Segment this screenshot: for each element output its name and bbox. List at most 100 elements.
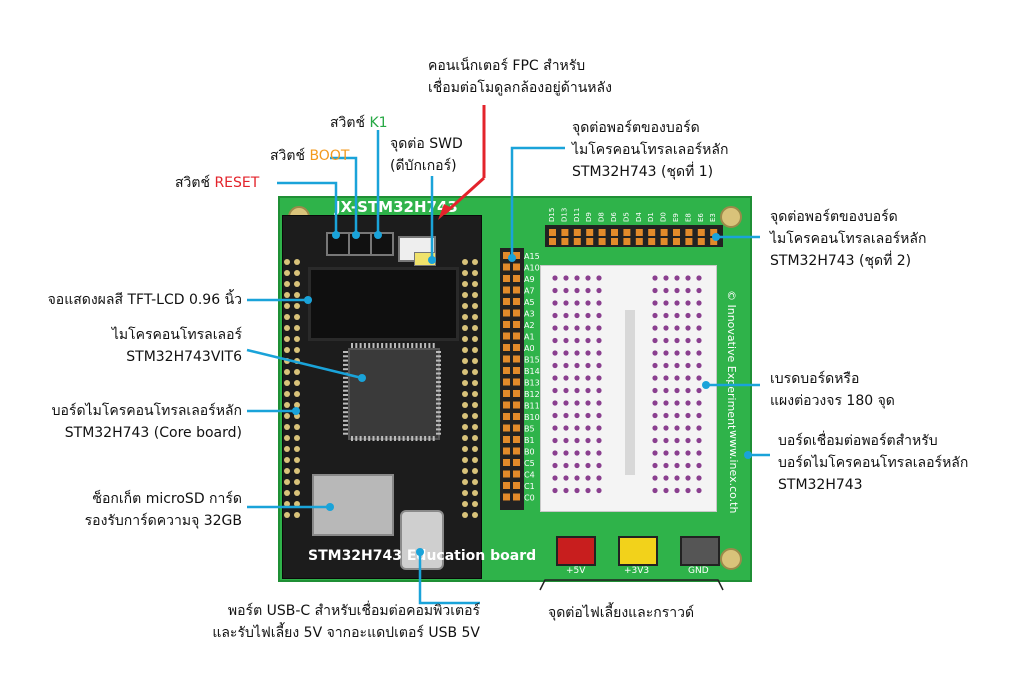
breadboard-hole — [574, 275, 580, 281]
breadboard-hole — [663, 337, 669, 344]
breadboard-hole — [674, 275, 680, 281]
breadboard-hole — [596, 412, 602, 419]
breadboard-hole — [596, 287, 602, 294]
header-pin — [503, 367, 510, 374]
chip-pin — [343, 419, 348, 422]
chip-pin — [343, 376, 348, 379]
chip-pin — [436, 402, 441, 405]
breadboard-hole — [552, 400, 558, 406]
header-pin — [503, 355, 510, 363]
pin-label: A9 — [524, 275, 535, 284]
header-pin — [503, 413, 510, 420]
header-pin — [513, 482, 520, 489]
chip-pin — [343, 411, 348, 414]
callout-boot — [330, 156, 358, 235]
edge-pin — [472, 358, 478, 364]
edge-pin — [472, 270, 478, 276]
breadboard-hole — [596, 362, 602, 369]
breadboard-hole — [696, 487, 702, 494]
edge-pin — [462, 512, 468, 518]
chip-pin — [381, 343, 384, 348]
breadboard-hole — [674, 487, 680, 494]
chip-pin — [363, 343, 366, 348]
chip-pin — [424, 343, 427, 348]
edge-pin — [284, 424, 290, 430]
pin-label: B12 — [524, 390, 540, 399]
chip-pin — [436, 363, 441, 366]
breadboard-hole — [696, 400, 702, 406]
breadboard-hole — [696, 275, 702, 281]
tft-lcd — [308, 267, 459, 341]
breadboard-hole — [663, 450, 669, 456]
header-pin — [549, 229, 556, 236]
label-fpc: คอนเน็กเตอร์ FPC สำหรับเชื่อมต่อโมดูลกล้… — [428, 58, 612, 96]
header-pin — [513, 436, 520, 443]
edge-pin — [284, 281, 290, 287]
chip-pin — [419, 436, 422, 441]
chip-pin — [351, 436, 353, 441]
callout-usb — [418, 552, 480, 605]
breadboard-hole — [552, 325, 558, 331]
edge-pin — [284, 270, 290, 276]
breadboard-hole — [585, 337, 591, 344]
breadboard-hole — [685, 337, 691, 344]
breadboard-hole — [685, 475, 691, 481]
edge-pin — [284, 303, 290, 309]
edu-board-title: STM32H743 Education board — [308, 548, 537, 564]
header-pin — [503, 309, 510, 317]
breadboard-hole — [696, 325, 702, 331]
pin-label: D4 — [635, 212, 643, 222]
breadboard-hole — [685, 350, 691, 356]
pin-label: B14 — [524, 367, 540, 376]
header-pin — [611, 229, 618, 236]
breadboard-hole — [652, 325, 658, 331]
breadboard-hole — [674, 387, 680, 394]
edge-pin — [294, 479, 300, 485]
header-pin — [513, 459, 520, 466]
power-label-3v3: +3V3 — [624, 566, 650, 576]
edge-pin — [294, 435, 300, 441]
breadboard-hole — [552, 312, 558, 319]
header-pin — [697, 229, 705, 236]
breadboard-hole — [674, 475, 680, 481]
pin-label: D0 — [660, 212, 668, 222]
breadboard-hole — [696, 337, 702, 344]
breadboard-hole — [674, 450, 680, 456]
header-pin — [513, 355, 520, 363]
breadboard-hole — [696, 287, 702, 294]
breadboard-hole — [552, 462, 558, 469]
callout-mcu — [246, 348, 363, 380]
breadboard-hole — [552, 337, 558, 344]
breadboard-hole — [574, 362, 580, 369]
breadboard-hole — [596, 425, 602, 431]
edge-pin — [294, 303, 300, 309]
edge-pin — [472, 435, 478, 441]
breadboard-hole — [574, 287, 580, 294]
edge-pin — [284, 468, 290, 474]
chip-pin — [343, 394, 348, 396]
breadboard-hole — [685, 312, 691, 319]
header-pin — [513, 493, 520, 501]
edge-pin — [462, 413, 468, 419]
edge-pin — [294, 380, 300, 386]
breadboard-hole — [552, 450, 558, 456]
edge-pin — [284, 380, 290, 386]
header-pin — [503, 401, 510, 409]
edge-pin — [294, 281, 300, 287]
breadboard-hole — [685, 462, 691, 469]
breadboard-hole — [652, 287, 658, 294]
pin-label: D15 — [548, 208, 556, 222]
breadboard-hole — [563, 375, 569, 381]
edge-pin — [462, 446, 468, 452]
breadboard-hole — [563, 475, 569, 481]
edge-pin — [284, 369, 290, 375]
breadboard-hole — [585, 475, 591, 481]
label-sd: ซ็อกเก็ต microSD การ์ดรองรับการ์ดความจุ … — [84, 491, 242, 529]
header-pin — [673, 238, 680, 245]
breadboard-hole — [574, 475, 580, 481]
pin-label: A15 — [524, 252, 540, 261]
header-pin — [513, 263, 520, 271]
breadboard-hole — [674, 325, 680, 331]
chip-pin — [359, 436, 362, 441]
